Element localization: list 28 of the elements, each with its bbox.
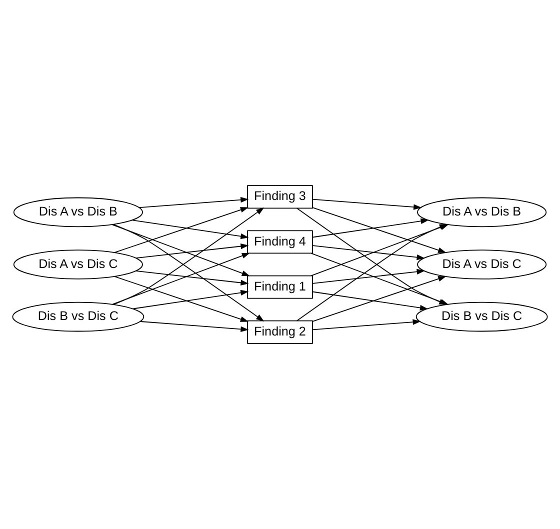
node-ellipse: Dis A vs Dis C (13, 250, 143, 280)
arrow (140, 321, 249, 332)
arrow (312, 198, 422, 210)
arrow (312, 319, 421, 330)
arrow (132, 220, 249, 240)
arrow (114, 208, 264, 305)
node-ellipse: Dis A vs Dis B (417, 197, 547, 228)
arrow (312, 268, 425, 284)
arrow (312, 207, 446, 253)
arrow (138, 197, 249, 208)
arrow (136, 270, 249, 286)
node-ellipse: Dis B vs Dis C (12, 302, 144, 332)
arrow (132, 290, 249, 310)
arrow (312, 218, 429, 238)
node-ellipse: Dis A vs Dis B (13, 197, 143, 228)
node-box: Finding 1 (247, 275, 313, 299)
node-ellipse: Dis B vs Dis C (416, 302, 548, 332)
arrow (312, 245, 425, 260)
node-box: Finding 3 (247, 185, 313, 209)
arrow (113, 224, 264, 322)
arrow (312, 291, 428, 311)
arrow (112, 252, 250, 305)
node-box: Finding 2 (247, 320, 313, 344)
arrow (136, 243, 249, 259)
arrow (114, 207, 249, 253)
arrow (114, 276, 249, 322)
arrow (112, 224, 250, 276)
node-box: Finding 4 (247, 230, 313, 254)
